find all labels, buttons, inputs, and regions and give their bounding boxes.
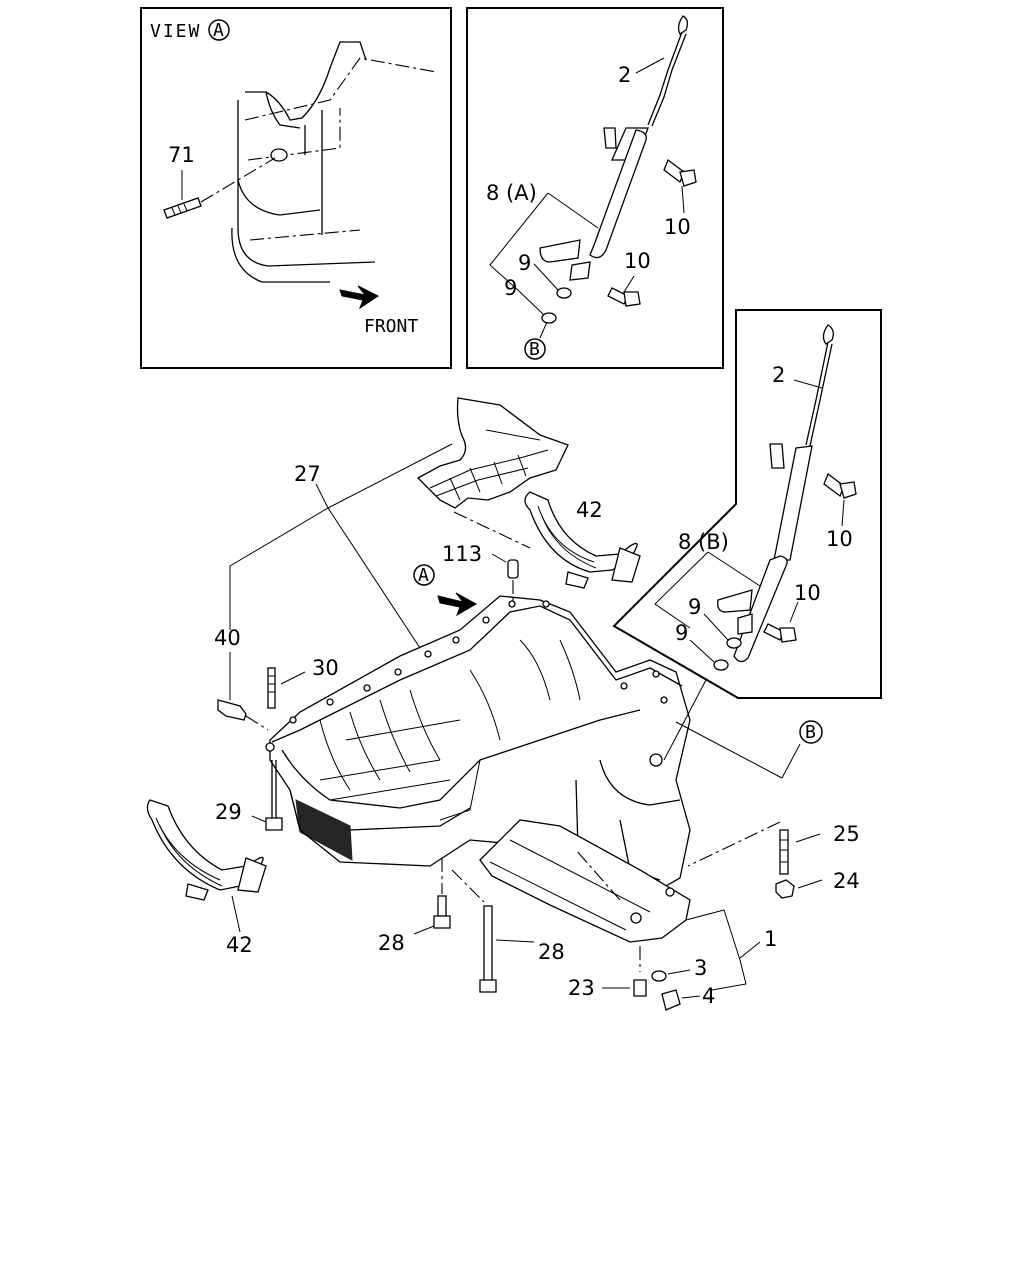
- dipstick-b-panel: 2 10 8 (B) 10 9 9: [612, 309, 882, 699]
- stud-25: [687, 821, 821, 875]
- label-71: 71: [168, 143, 195, 167]
- main-bearing-cap-bottom: [146, 799, 267, 901]
- bolt-28-short: [413, 858, 451, 935]
- o-ring-9-b-upper: [726, 637, 742, 649]
- front-arrow-icon: [339, 285, 379, 310]
- bolt-10-b-upper: [823, 472, 857, 499]
- label-9-a-lower: 9: [504, 276, 517, 300]
- bolt-29: [251, 760, 283, 831]
- view-a-panel: VIEW A 71 F: [140, 7, 452, 369]
- bolt-10-b-lower: [763, 623, 797, 643]
- label-29: 29: [215, 800, 242, 824]
- bolt-10-upper: [663, 158, 697, 187]
- plug-40: [217, 699, 269, 731]
- label-9-a-upper: 9: [518, 251, 531, 275]
- label-23: 23: [568, 976, 595, 1000]
- label-25: 25: [833, 822, 860, 846]
- label-42-top: 42: [576, 498, 603, 522]
- o-ring-9-upper: [556, 287, 572, 299]
- label-10-b-lower: 10: [794, 581, 821, 605]
- main-bearing-cap-top: [524, 491, 641, 589]
- label-10-b-upper: 10: [826, 527, 853, 551]
- stud-71: [163, 157, 276, 219]
- label-2-b: 2: [772, 363, 785, 387]
- view-marker-a-main: A: [418, 565, 429, 586]
- label-8b: 8 (B): [678, 530, 729, 554]
- label-28-right: 28: [538, 940, 565, 964]
- label-40: 40: [214, 626, 241, 650]
- label-10-a-lower: 10: [624, 249, 651, 273]
- bolt-10-lower: [607, 287, 641, 307]
- label-30: 30: [312, 656, 339, 680]
- main-exploded-view: A B 27 42 113 40 30 29 25 24 1 42 28 28 …: [146, 397, 860, 1011]
- label-28-left: 28: [378, 931, 405, 955]
- label-10-a-upper: 10: [664, 215, 691, 239]
- o-ring-9-lower: [541, 312, 557, 324]
- drain-plug-4: [661, 989, 701, 1011]
- o-ring-9-b-lower: [713, 659, 729, 671]
- front-label: FRONT: [364, 316, 418, 337]
- label-9-b-lower: 9: [675, 621, 688, 645]
- dipstick-gauge-b: [717, 324, 834, 663]
- label-8a: 8 (A): [486, 181, 537, 205]
- label-2-a: 2: [618, 63, 631, 87]
- label-9-b-upper: 9: [688, 595, 701, 619]
- label-24: 24: [833, 869, 860, 893]
- label-3: 3: [694, 956, 707, 980]
- ref-marker-b-a: B: [529, 339, 540, 360]
- dowel-113: [491, 553, 519, 602]
- dipstick-gauge: [539, 15, 689, 281]
- oil-pan-body: [265, 595, 691, 943]
- view-direction-arrow-icon: [437, 592, 478, 617]
- label-4: 4: [702, 984, 715, 1008]
- bolt-28-long: [451, 869, 535, 993]
- view-marker-a: A: [213, 20, 224, 41]
- nut-24: [775, 879, 823, 899]
- label-27: 27: [294, 462, 321, 486]
- dipstick-a-panel: 2 8 (A) 10 10 9 9 B: [466, 7, 724, 369]
- baffle-plate: [416, 397, 569, 509]
- label-113: 113: [442, 542, 482, 566]
- stud-30: [267, 667, 306, 709]
- view-title: VIEW: [150, 21, 201, 42]
- bolt-23: [602, 946, 647, 997]
- label-42-bottom: 42: [226, 933, 253, 957]
- gasket-3: [651, 969, 691, 982]
- ref-marker-b-main: B: [805, 722, 816, 743]
- label-1: 1: [764, 927, 777, 951]
